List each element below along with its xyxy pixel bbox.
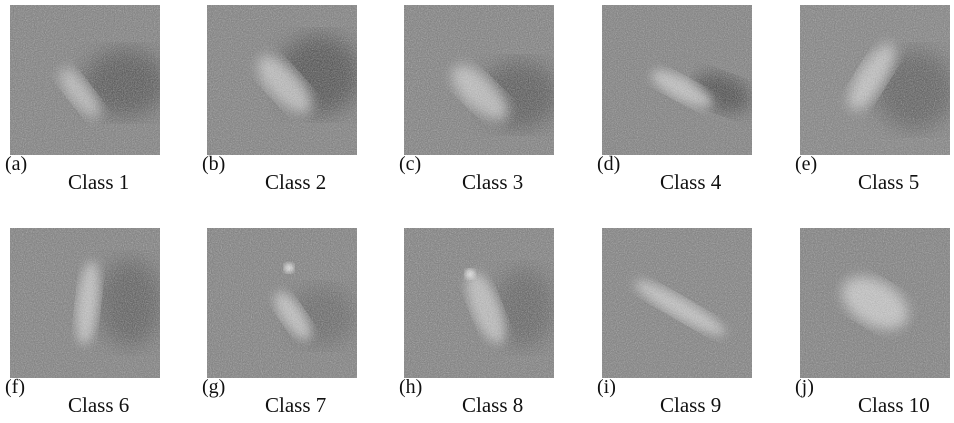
noisy-grayscale-image: [207, 5, 357, 155]
panel-letter: (b): [202, 153, 226, 175]
panel-e: (e) Class 5: [790, 0, 954, 200]
panel-caption: Class 6: [68, 393, 130, 417]
panel-caption: Class 4: [660, 170, 722, 194]
class-1-image: [10, 5, 160, 155]
panel-a: (a) Class 1: [0, 0, 190, 200]
panel-letter: (j): [795, 376, 814, 398]
panel-letter: (h): [399, 376, 423, 398]
noisy-grayscale-image: [10, 5, 160, 155]
class-4-image: [602, 5, 752, 155]
class-5-image: [800, 5, 950, 155]
panel-d: (d) Class 4: [592, 0, 782, 200]
class-8-image: [404, 228, 554, 378]
panel-b: (b) Class 2: [197, 0, 387, 200]
panel-caption: Class 7: [265, 393, 327, 417]
noisy-grayscale-image: [800, 228, 950, 378]
class-3-image: [404, 5, 554, 155]
panel-caption: Class 10: [858, 393, 930, 417]
panel-caption: Class 9: [660, 393, 722, 417]
noisy-grayscale-image: [800, 5, 950, 155]
panel-letter: (d): [597, 153, 621, 175]
noisy-grayscale-image: [10, 228, 160, 378]
panel-letter: (g): [202, 376, 226, 398]
panel-caption: Class 8: [462, 393, 524, 417]
noisy-grayscale-image: [602, 5, 752, 155]
panel-f: (f) Class 6: [0, 223, 190, 423]
class-7-image: [207, 228, 357, 378]
panel-g: (g) Class 7: [197, 223, 387, 423]
noisy-grayscale-image: [207, 228, 357, 378]
class-6-image: [10, 228, 160, 378]
panel-caption: Class 1: [68, 170, 130, 194]
noisy-grayscale-image: [404, 228, 554, 378]
class-10-image: [800, 228, 950, 378]
class-9-image: [602, 228, 752, 378]
panel-letter: (e): [795, 153, 818, 175]
panel-i: (i) Class 9: [592, 223, 782, 423]
noisy-grayscale-image: [404, 5, 554, 155]
panel-c: (c) Class 3: [394, 0, 584, 200]
panel-caption: Class 3: [462, 170, 524, 194]
panel-caption: Class 5: [858, 170, 920, 194]
class-2-image: [207, 5, 357, 155]
panel-letter: (c): [399, 153, 422, 175]
panel-caption: Class 2: [265, 170, 327, 194]
noisy-grayscale-image: [602, 228, 752, 378]
panel-h: (h) Class 8: [394, 223, 584, 423]
panel-letter: (a): [5, 153, 28, 175]
panel-letter: (f): [5, 376, 25, 398]
panel-letter: (i): [597, 376, 616, 398]
panel-j: (j) Class 10: [790, 223, 954, 423]
